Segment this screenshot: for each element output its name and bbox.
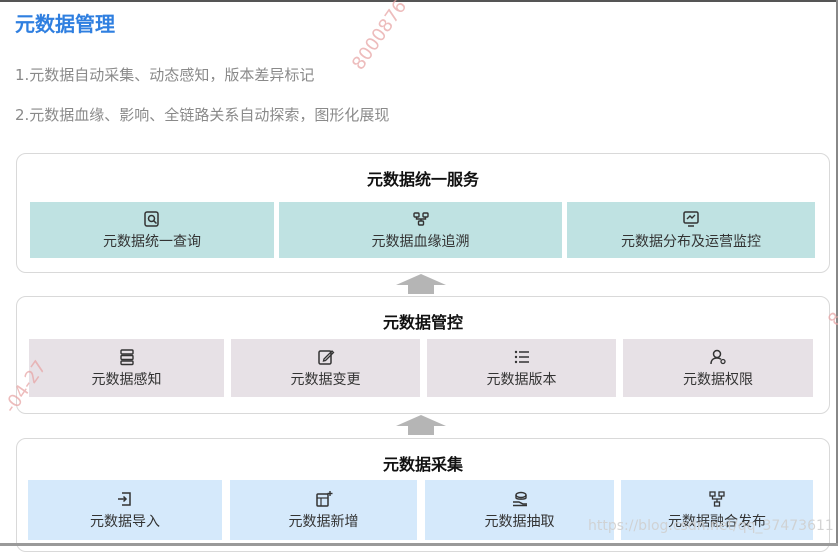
extract-icon — [512, 491, 527, 506]
watermark-footer: https://blog.csdn.net/qq_37473611 — [588, 518, 834, 534]
box-version: 元数据版本 — [427, 339, 616, 397]
up-arrow-2 — [396, 415, 446, 435]
sense-icon — [119, 348, 134, 365]
box-add: 元数据新增 — [230, 480, 417, 540]
monitor-icon — [683, 210, 699, 227]
watermark-top: 8000876 — [348, 0, 412, 75]
box-extract-label: 元数据抽取 — [484, 513, 555, 530]
box-unified-query-label: 元数据统一查询 — [103, 233, 201, 250]
service-layer: 元数据统一服务 元数据统一查询 元数据血缘追溯 元数据分布及运营监控 — [16, 153, 830, 273]
box-import-label: 元数据导入 — [90, 513, 160, 530]
box-change: 元数据变更 — [231, 339, 420, 397]
box-merge-publish: 元数据融合发布 — [621, 480, 813, 540]
list-icon — [514, 350, 529, 363]
page-title: 元数据管理 — [15, 12, 115, 36]
box-permission: 元数据权限 — [623, 339, 813, 397]
control-layer: 元数据管控 元数据感知 元数据变更 元数据版本 元数据权限 — [16, 296, 830, 414]
bullet-1: 1.元数据自动采集、动态感知，版本差异标记 — [15, 66, 315, 84]
service-layer-title: 元数据统一服务 — [366, 170, 479, 189]
up-arrow-1 — [396, 274, 446, 294]
box-distribution-monitor-label: 元数据分布及运营监控 — [621, 233, 761, 250]
bottom-border — [0, 543, 838, 546]
box-distribution-monitor: 元数据分布及运营监控 — [567, 202, 815, 258]
add-icon — [315, 490, 332, 507]
box-import: 元数据导入 — [28, 480, 222, 540]
edit-icon — [317, 349, 334, 365]
box-change-label: 元数据变更 — [290, 371, 361, 388]
box-unified-query: 元数据统一查询 — [30, 202, 274, 258]
top-border — [0, 0, 838, 2]
box-extract: 元数据抽取 — [425, 480, 614, 540]
merge-publish-icon — [709, 490, 725, 507]
box-merge-publish-label: 元数据融合发布 — [668, 513, 766, 530]
box-sense-label: 元数据感知 — [91, 371, 162, 388]
search-doc-icon — [144, 210, 159, 227]
collect-layer: 元数据采集 元数据导入 元数据新增 元数据抽取 元数据融合发布 — [16, 438, 830, 552]
collect-layer-title: 元数据采集 — [382, 455, 463, 474]
box-version-label: 元数据版本 — [486, 371, 557, 388]
box-add-label: 元数据新增 — [288, 513, 359, 530]
right-border — [836, 0, 838, 546]
control-layer-title: 元数据管控 — [382, 313, 463, 332]
box-lineage-trace-label: 元数据血缘追溯 — [371, 233, 470, 250]
import-icon — [118, 491, 131, 506]
permission-icon — [710, 349, 726, 364]
lineage-icon — [412, 211, 429, 226]
box-sense: 元数据感知 — [29, 339, 224, 397]
box-permission-label: 元数据权限 — [683, 371, 753, 388]
box-lineage-trace: 元数据血缘追溯 — [279, 202, 562, 258]
bullet-2: 2.元数据血缘、影响、全链路关系自动探索，图形化展现 — [15, 106, 390, 124]
